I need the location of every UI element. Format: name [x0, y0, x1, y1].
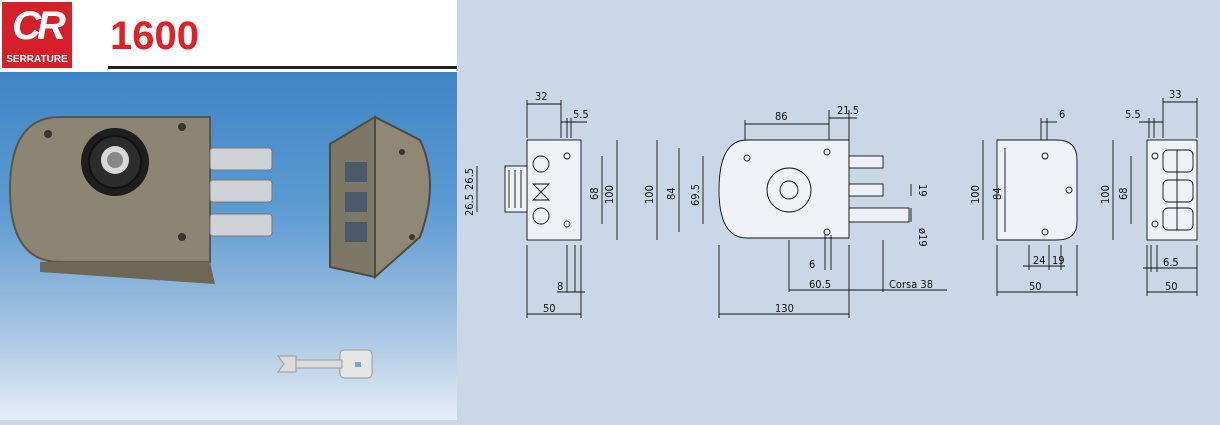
- front-view: 86 21.5 100 84 69.5 19 ø19 6 60.5 Corsa …: [643, 104, 947, 318]
- dim-50-rear: 50: [1029, 280, 1042, 293]
- dim-50-strike: 50: [1165, 280, 1178, 293]
- dim-84-front: 84: [665, 187, 678, 200]
- dim-68: 68: [588, 187, 601, 200]
- dim-24: 24: [1033, 254, 1046, 267]
- dim-33: 33: [1169, 88, 1182, 101]
- dim-69-5: 69.5: [689, 184, 702, 206]
- header-rule: [108, 66, 457, 69]
- dim-86: 86: [775, 110, 788, 123]
- logo-subtitle: SERRATURE: [6, 54, 68, 65]
- lock-bolts: [209, 147, 273, 237]
- dim-6-front: 6: [809, 258, 815, 271]
- dim-84-rear: 84: [991, 187, 1004, 200]
- brand-logo: CR SERRATURE: [2, 2, 72, 68]
- dim-corsa: Corsa 38: [889, 278, 933, 291]
- dim-26-5-b: 26.5: [463, 168, 476, 190]
- dim-21-5: 21.5: [837, 104, 859, 117]
- dimension-drawings: 32 5.5 26.5 26.5 68 100 8 50: [463, 88, 1198, 318]
- product-photo: [0, 72, 457, 420]
- key: [277, 349, 373, 379]
- dim-dia-19: ø19: [916, 228, 929, 247]
- dim-60-5: 60.5: [809, 278, 831, 291]
- dim-32: 32: [535, 90, 548, 103]
- dim-100-front: 100: [643, 185, 656, 204]
- dim-19-rear: 19: [1052, 254, 1065, 267]
- dim-100: 100: [603, 185, 616, 204]
- dim-68-strike: 68: [1117, 187, 1130, 200]
- rear-view: 6 100 84 24 19 50: [969, 108, 1078, 296]
- model-number: 1600: [110, 14, 199, 58]
- dim-100-rear: 100: [969, 185, 982, 204]
- dim-19: 19: [916, 184, 929, 197]
- dim-130: 130: [775, 302, 794, 315]
- dim-26-5-a: 26.5: [463, 194, 476, 216]
- dim-5-5: 5.5: [573, 108, 589, 121]
- lock-knob: [81, 128, 149, 196]
- dim-8: 8: [557, 280, 563, 293]
- product-illustration: [8, 115, 431, 379]
- technical-drawing: 32 5.5 26.5 26.5 68 100 8 50: [457, 0, 1220, 420]
- header: CR SERRATURE 1600: [0, 0, 457, 72]
- dim-6-5: 6.5: [1163, 256, 1179, 269]
- dim-100-strike: 100: [1099, 185, 1112, 204]
- dim-5-5-strike: 5.5: [1125, 108, 1141, 121]
- product-panel: CR SERRATURE 1600: [0, 0, 457, 420]
- side-view: 32 5.5 26.5 26.5 68 100 8 50: [463, 90, 618, 318]
- strike-view: 33 5.5 100 68 6.5 50: [1099, 88, 1198, 296]
- logo-letters: CR: [12, 4, 66, 48]
- strike-plate: [329, 115, 431, 280]
- dim-50: 50: [543, 302, 556, 315]
- dim-6-rear: 6: [1059, 108, 1065, 121]
